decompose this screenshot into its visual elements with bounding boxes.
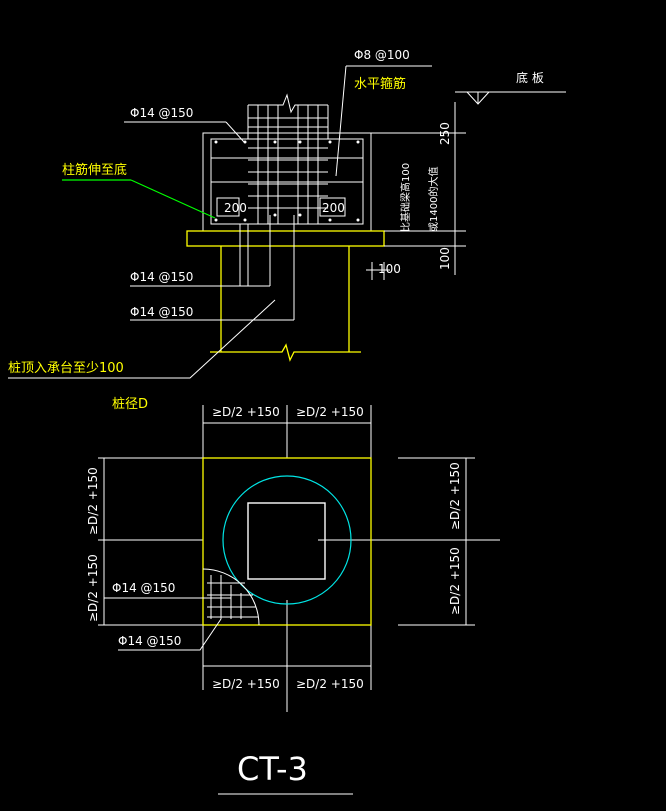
dim-250: 250	[438, 122, 452, 145]
dim-bottom-left: ≥D/2 +150	[212, 677, 280, 691]
horizontal-stirrups	[211, 117, 363, 217]
label-pile-embed: 桩顶入承台至少100	[8, 361, 124, 376]
plan-dimensions	[98, 405, 500, 712]
base-cushion	[186, 230, 385, 247]
dim-100-bottom: 100	[438, 247, 452, 270]
label-cover-right: 200	[322, 201, 345, 215]
plan-pile-circle	[222, 475, 352, 605]
plan-label-bar-2: Φ14 @150	[118, 634, 181, 648]
level-marker	[455, 91, 566, 105]
label-bar-2: Φ14 @150	[130, 305, 193, 319]
leaders	[8, 65, 432, 379]
dim-top-left: ≥D/2 +150	[212, 405, 280, 419]
pile	[210, 246, 361, 362]
plan-view: ≥D/2 +150 ≥D/2 +150 ≥D/2 +150 ≥D/2 +150 …	[86, 405, 500, 712]
dim-bottom-right: ≥D/2 +150	[296, 677, 364, 691]
label-horizontal-stirrup: 水平箍筋	[354, 76, 406, 92]
section-view: Φ8 @100 水平箍筋 底 板 Φ14 @150 柱筋伸至底 200 200 …	[8, 48, 566, 412]
dim-100-side: 100	[378, 262, 401, 276]
plan-column	[247, 502, 326, 580]
label-column-bars-extend: 柱筋伸至底	[62, 162, 127, 178]
dim-right-lower: ≥D/2 +150	[448, 547, 462, 615]
dim-left-lower: ≥D/2 +150	[86, 554, 100, 622]
plan-leader-2	[118, 618, 222, 651]
drawing-title-block: CT-3	[218, 750, 353, 795]
label-pile-diameter: 桩径D	[112, 397, 148, 412]
label-top-bar: Φ14 @150	[130, 106, 193, 120]
plan-cap-outline	[202, 457, 372, 626]
drawing-title: CT-3	[237, 750, 308, 788]
dim-right-upper: ≥D/2 +150	[448, 462, 462, 530]
dim-left-upper: ≥D/2 +150	[86, 467, 100, 535]
label-base-slab: 底 板	[516, 70, 544, 85]
plan-label-bar-1: Φ14 @150	[112, 581, 175, 595]
column-stub	[247, 93, 329, 224]
label-bar-1: Φ14 @150	[130, 270, 193, 284]
dim-vertical-note-2: 或1400的大值	[427, 167, 440, 232]
dim-vertical-note-1: 比基础梁高100	[399, 163, 412, 232]
label-top-stirrup: Φ8 @100	[354, 48, 410, 62]
label-cover-left: 200	[224, 201, 247, 215]
dim-top-right: ≥D/2 +150	[296, 405, 364, 419]
pile-bars	[239, 215, 295, 320]
rebar-dots	[214, 140, 360, 222]
vertical-dimension	[366, 102, 466, 280]
plan-corner-rebar	[202, 568, 260, 626]
